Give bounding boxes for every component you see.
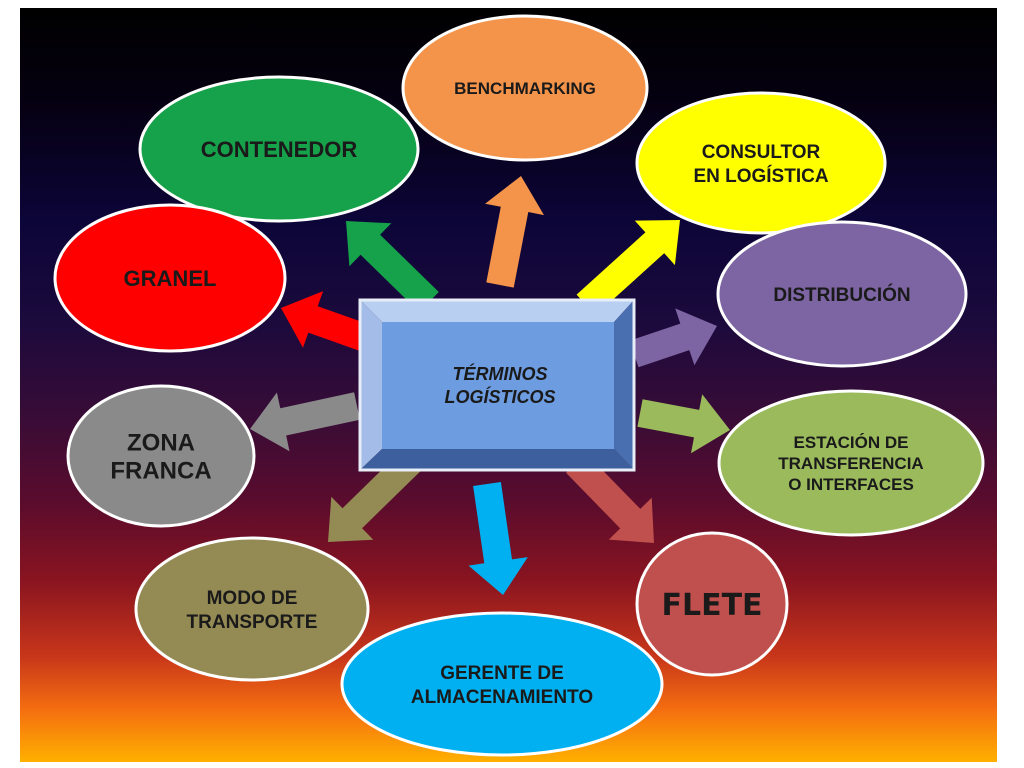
slide-background: TÉRMINOS LOGÍSTICOS BENCHMARKING CONTENED… [20,8,997,762]
center-box: TÉRMINOS LOGÍSTICOS [358,298,636,472]
node-consultor-label: EN LOGÍSTICA [693,165,828,187]
node-gerente-label: ALMACENAMIENTO [411,687,593,708]
center-bevel-right [614,300,634,470]
node-zona-franca-ellipse [66,384,256,528]
node-estacion-label: TRANSFERENCIA [778,454,923,473]
arrow-to-consultor [576,220,680,316]
center-face [382,322,614,449]
center-bevel-top [360,300,634,322]
node-granel-label: GRANEL [124,266,217,291]
arrow-to-contenedor [346,221,439,312]
center-outline [358,298,636,472]
node-zona-franca-label: ZONA [127,430,195,457]
node-estacion: ESTACIÓN DE TRANSFERENCIA O INTERFACES [717,389,985,537]
node-granel: GRANEL [53,203,287,353]
node-modo-transporte-label: MODO DE [207,588,298,609]
arrow-to-gerente [468,482,528,595]
arrow-to-distribucion [629,308,717,368]
node-flete-label: FLETE [661,588,762,623]
node-estacion-ellipse [717,389,985,537]
node-granel-ellipse [53,203,287,353]
arrows-layer [250,176,730,595]
node-modo-transporte-ellipse [134,536,370,682]
node-zona-franca-label: FRANCA [110,458,211,485]
node-contenedor: CONTENEDOR [138,75,420,223]
node-contenedor-label: CONTENEDOR [201,137,358,162]
arrow-to-benchmarking [485,176,544,288]
center-title-line1: TÉRMINOS [452,363,547,384]
node-consultor-label: CONSULTOR [702,142,821,163]
node-estacion-label: ESTACIÓN DE [794,433,909,452]
node-gerente-ellipse [340,611,664,757]
arrow-to-flete [566,453,654,543]
concept-diagram: TÉRMINOS LOGÍSTICOS BENCHMARKING CONTENED… [53,14,985,757]
arrow-to-zona-franca [250,392,360,452]
arrow-to-granel [281,291,376,354]
node-distribucion-label: DISTRIBUCIÓN [773,284,910,306]
node-estacion-label: O INTERFACES [788,475,914,494]
arrow-to-estacion [637,394,730,454]
center-bevel-left [360,300,382,470]
node-flete-ellipse [635,531,789,677]
node-gerente: GERENTE DE ALMACENAMIENTO [340,611,664,757]
center-title-line2: LOGÍSTICOS [444,386,555,407]
node-gerente-label: GERENTE DE [440,663,564,684]
node-benchmarking-label: BENCHMARKING [454,79,596,98]
center-bevel-bottom [360,449,634,470]
node-flete: FLETE [635,531,789,677]
node-benchmarking: BENCHMARKING [401,14,649,162]
node-consultor-ellipse [635,91,887,235]
node-distribucion: DISTRIBUCIÓN [716,220,968,368]
node-modo-transporte-label: TRANSPORTE [187,612,318,633]
node-contenedor-ellipse [138,75,420,223]
node-distribucion-ellipse [716,220,968,368]
node-modo-transporte: MODO DE TRANSPORTE [134,536,370,682]
node-benchmarking-ellipse [401,14,649,162]
